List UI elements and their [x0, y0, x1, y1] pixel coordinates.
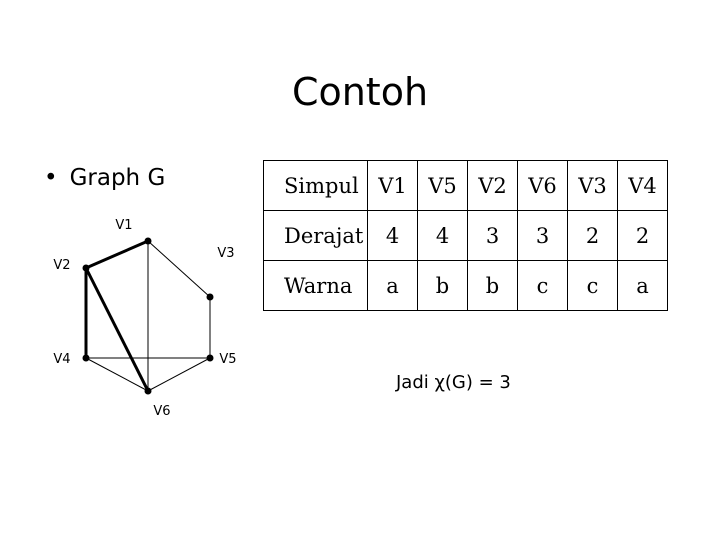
slide-title: Contoh — [291, 70, 429, 114]
vertex-v6 — [144, 387, 152, 395]
edge-v5-v6 — [147, 357, 211, 392]
graph-vertices — [82, 237, 214, 395]
vertex-v3 — [206, 293, 214, 301]
vertex-label-v3: V3 — [217, 246, 234, 261]
table-cell: 3 — [467, 210, 518, 261]
edge-v2-v6 — [84, 267, 150, 392]
vertex-label-v1: V1 — [115, 218, 132, 233]
bullet-text: Graph G — [69, 165, 166, 191]
row-header: Warna — [263, 260, 368, 311]
vertex-v4 — [82, 354, 90, 362]
table-cell: b — [417, 260, 468, 311]
graph-edges — [84, 239, 211, 392]
table-cell: V2 — [467, 160, 518, 211]
vertex-label-v6: V6 — [153, 404, 170, 419]
table-cell: 3 — [517, 210, 568, 261]
vertex-v2 — [82, 264, 90, 272]
chromatic-number-conclusion: Jadi χ(G) = 3 — [396, 372, 511, 393]
table-cell: c — [567, 260, 618, 311]
edge-v4-v6 — [85, 357, 149, 392]
table-cell: a — [367, 260, 418, 311]
row-header: Derajat — [263, 210, 368, 261]
vertex-label-v2: V2 — [53, 258, 70, 273]
vertex-label-v5: V5 — [219, 352, 236, 367]
table-cell: b — [467, 260, 518, 311]
table-cell: V1 — [367, 160, 418, 211]
table-cell: V3 — [567, 160, 618, 211]
vertex-label-v4: V4 — [53, 352, 70, 367]
graph-bullet: • Graph G — [44, 162, 165, 194]
table-cell: V5 — [417, 160, 468, 211]
table-cell: c — [517, 260, 568, 311]
vertex-v5 — [206, 354, 214, 362]
table-cell: 2 — [567, 210, 618, 261]
table-cell: V4 — [617, 160, 668, 211]
table-cell: a — [617, 260, 668, 311]
bullet-marker: • — [44, 165, 58, 191]
table-cell: V6 — [517, 160, 568, 211]
edge-v1-v3 — [147, 240, 211, 298]
row-header: Simpul — [263, 160, 368, 211]
edge-v1-v2 — [85, 239, 149, 270]
table-cell: 2 — [617, 210, 668, 261]
table-cell: 4 — [367, 210, 418, 261]
vertex-v1 — [144, 237, 152, 245]
table-cell: 4 — [417, 210, 468, 261]
